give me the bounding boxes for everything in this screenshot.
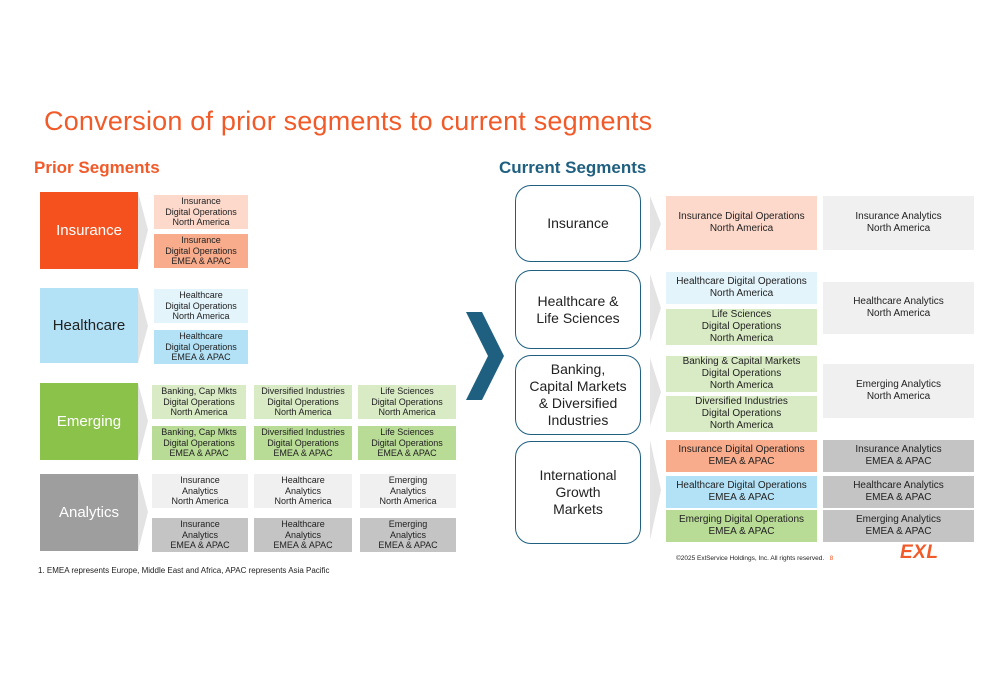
footnote: 1. EMEA represents Europe, Middle East a…: [38, 566, 330, 575]
prior-segment-emerging: Emerging: [40, 383, 138, 460]
prior-segment-analytics: Analytics: [40, 474, 138, 551]
chevron-right-icon: [138, 383, 148, 460]
chevron-right-icon: [650, 440, 661, 540]
chevron-right-icon: [138, 192, 148, 269]
chevron-right-icon: [650, 196, 661, 252]
chevron-right-icon: [138, 474, 148, 551]
prior-segment-healthcare: Healthcare: [40, 288, 138, 363]
prior-segment-insurance: Insurance: [40, 192, 138, 269]
current-segments-heading: Current Segments: [499, 158, 647, 177]
copyright-text: ©2025 ExlService Holdings, Inc. All righ…: [676, 555, 834, 562]
current-segment-healthcare-life-sciences: Healthcare &Life Sciences: [515, 270, 641, 349]
conversion-arrow-icon: [466, 312, 504, 400]
current-chevrons: [650, 196, 661, 540]
chevron-right-icon: [650, 358, 661, 426]
prior-segments-heading: Prior Segments: [34, 158, 160, 177]
chevron-right-icon: [138, 288, 148, 363]
slide-title: Conversion of prior segments to current …: [44, 106, 653, 136]
page-number: 8: [829, 555, 834, 562]
current-segment-insurance: Insurance: [515, 185, 641, 262]
chevron-right-icon: [650, 274, 661, 342]
exl-logo: EXL: [900, 542, 939, 563]
prior-chevrons: [138, 192, 148, 551]
